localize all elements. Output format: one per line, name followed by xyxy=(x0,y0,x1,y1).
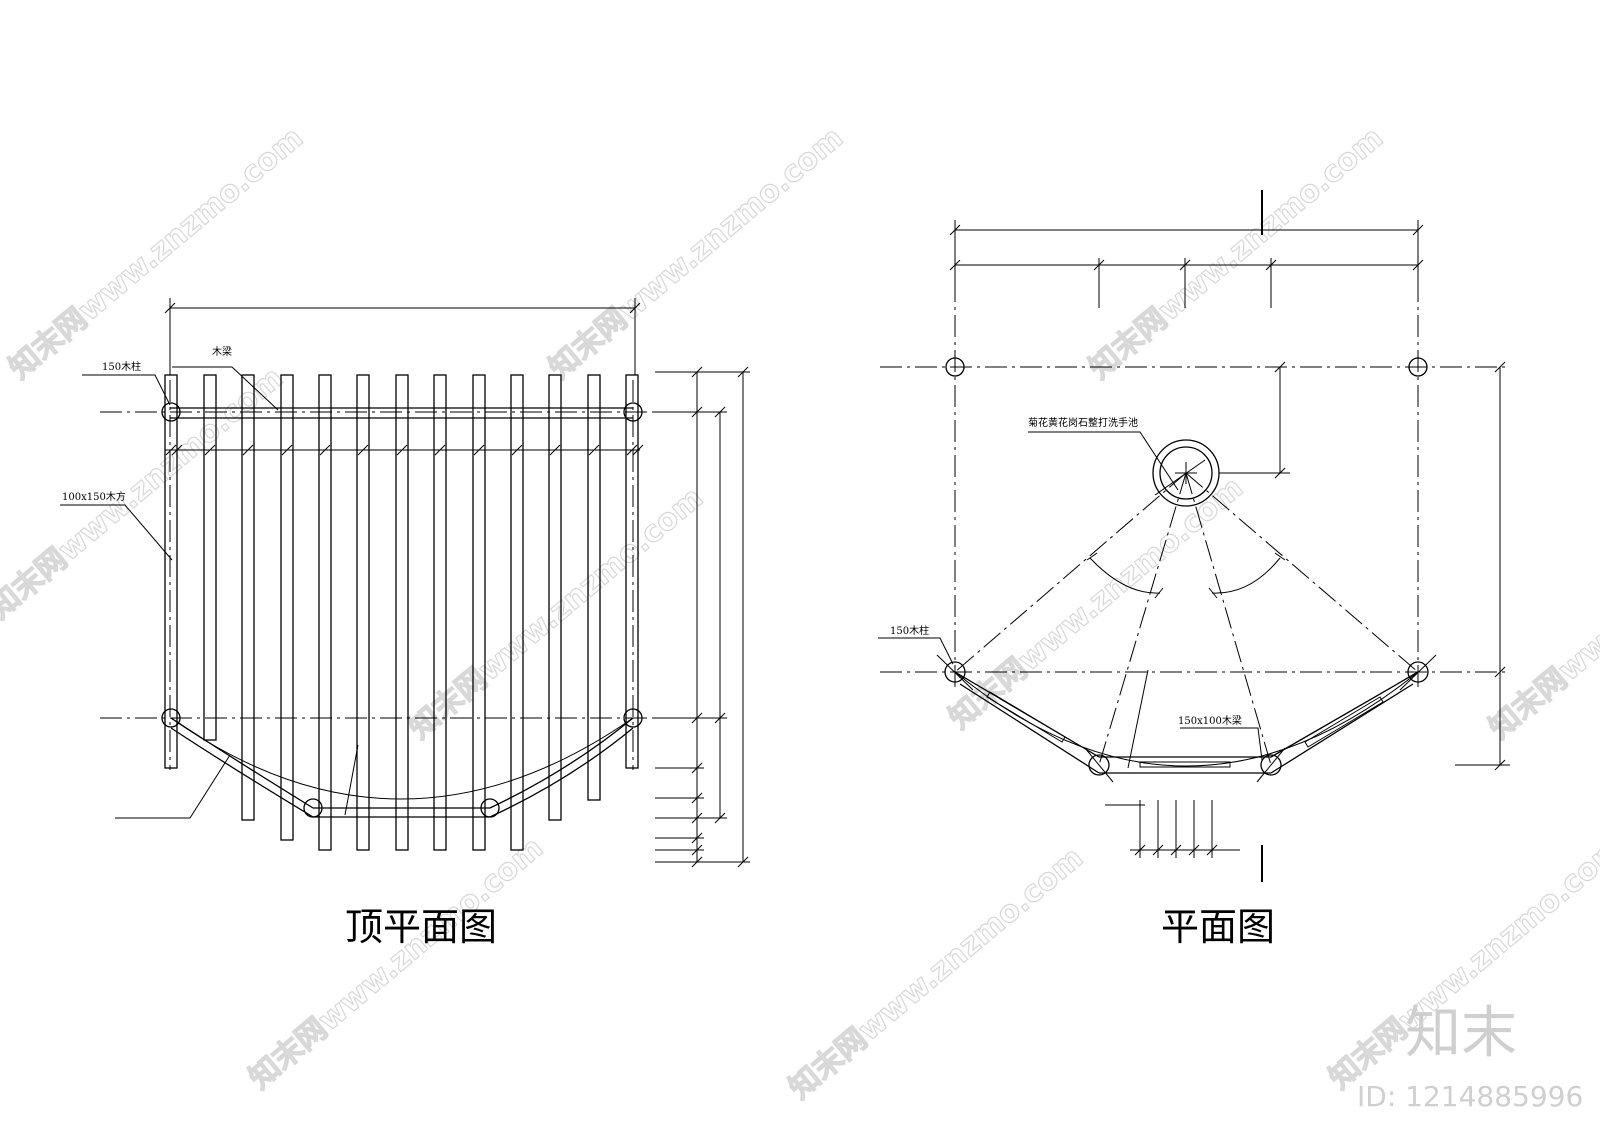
brand-id: ID: 1214885996 xyxy=(1357,1080,1583,1113)
column-marker xyxy=(945,357,965,377)
watermark-layer: 知末网www.znzmo.com 知末网www.znzmo.com 知末网www… xyxy=(0,120,1600,1107)
floor-plan: 菊花黄花岗石整打洗手池 150木柱 150x100木梁 平面图 xyxy=(878,190,1510,949)
column-marker xyxy=(1407,661,1429,683)
column-marker xyxy=(623,708,643,728)
label-basin: 菊花黄花岗石整打洗手池 xyxy=(1028,416,1138,429)
watermark-text: 知末网www.znzmo.com xyxy=(543,120,850,386)
label-beam: 木梁 xyxy=(212,345,232,358)
label-column: 150木柱 xyxy=(102,360,141,373)
column-marker xyxy=(1260,754,1282,776)
floor-plan-title: 平面图 xyxy=(1161,905,1275,949)
joists xyxy=(164,374,639,851)
column-marker xyxy=(1408,357,1428,377)
label-joist: 100x150木方 xyxy=(62,490,126,503)
column-marker xyxy=(944,661,966,683)
column-marker xyxy=(161,708,181,728)
watermark-text: 知末网www.znzmo.com xyxy=(783,840,1090,1106)
watermark-text: 知末网www.znzmo.com xyxy=(3,120,310,386)
top-plan-title: 顶平面图 xyxy=(345,905,497,949)
watermark-text: 知末网www.znzmo.com xyxy=(243,830,550,1096)
column-marker xyxy=(623,402,643,422)
label-column: 150木柱 xyxy=(890,624,929,637)
column-marker xyxy=(161,402,181,422)
watermark-text: 知末网www.znzmo.com xyxy=(0,360,290,626)
watermark-text: 知末网www.znzmo.com xyxy=(403,480,710,746)
brand-logo: 知末 xyxy=(1405,1001,1517,1066)
watermark-text: 知末网www.znzmo.com xyxy=(1083,120,1390,386)
watermark-text: 知末网www.znzmo.com xyxy=(943,470,1250,736)
label-beam: 150x100木梁 xyxy=(1178,714,1242,727)
top-plan: 150木柱 木梁 100x150木方 顶平面图 xyxy=(60,298,750,949)
column-marker xyxy=(1088,754,1110,776)
basin-inner xyxy=(1159,446,1213,500)
